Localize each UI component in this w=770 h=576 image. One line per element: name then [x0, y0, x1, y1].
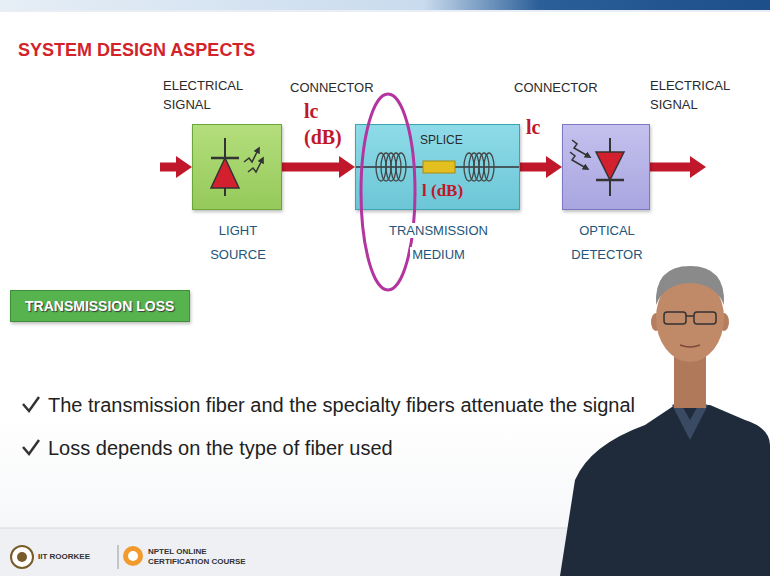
connector-label: CONNECTOR — [514, 78, 598, 97]
input-signal-arrow — [160, 163, 176, 172]
box-caption: TRANSMISSION MEDIUM — [387, 223, 490, 262]
incident-light-arrow — [570, 152, 586, 168]
loss-label: l (dB) — [422, 181, 463, 201]
presenter-glasses — [664, 312, 686, 324]
presenter-hair — [656, 266, 724, 305]
connector-label: CONNECTOR — [290, 78, 374, 97]
light-source-box: LIGHT SOURCE — [192, 124, 282, 210]
nptel-logo — [123, 546, 143, 566]
fiber-coil — [484, 153, 494, 181]
box-caption: LIGHT SOURCE — [208, 223, 268, 262]
footer-text: NPTEL ONLINE CERTIFICATION COURSE — [148, 547, 253, 567]
signal-label: ELECTRICAL SIGNAL — [650, 76, 740, 114]
highlight-ellipse — [361, 94, 415, 290]
caption-holder: TRANSMISSION MEDIUM — [379, 219, 499, 267]
iit-logo-core — [17, 552, 27, 562]
splice-block — [423, 161, 455, 173]
emission-arrow — [244, 150, 258, 162]
fiber-coil — [396, 153, 406, 181]
photodiode-symbol — [570, 138, 624, 196]
presenter-mouth — [680, 345, 700, 347]
incident-light-arrow — [572, 140, 588, 156]
footer-text: IIT ROORKEE — [38, 552, 90, 562]
caption-holder: LIGHT SOURCE — [202, 219, 274, 267]
connector-arrow — [520, 163, 546, 172]
led-symbol — [211, 138, 262, 196]
led-bar — [211, 157, 239, 160]
presenter-figure — [560, 266, 770, 576]
slide-title: SYSTEM DESIGN ASPECTS — [18, 40, 255, 61]
iit-logo — [11, 546, 33, 568]
emission-arrow — [248, 160, 262, 172]
fiber-illustration — [356, 153, 519, 181]
connector-arrow — [282, 163, 339, 172]
photodiode-bar — [596, 179, 624, 182]
box-caption: OPTICAL DETECTOR — [569, 223, 644, 262]
nptel-logo-core — [128, 551, 138, 561]
connector-loss-label: lc — [526, 114, 566, 140]
signal-label: ELECTRICAL SIGNAL — [163, 76, 253, 114]
presenter-shirt — [560, 405, 770, 576]
presenter-glasses — [694, 312, 716, 324]
output-signal-arrow — [650, 163, 690, 172]
led-triangle — [211, 158, 239, 188]
bullet-text: Loss depends on the type of fiber used — [48, 436, 393, 460]
footer-separator — [118, 545, 119, 569]
connector-loss-label: lc (dB) — [304, 98, 352, 150]
top-band — [0, 0, 770, 10]
bullet-text: The transmission fiber and the specialty… — [48, 393, 635, 417]
presenter-glasses-bridge — [686, 315, 694, 317]
caption-holder: OPTICAL DETECTOR — [565, 219, 649, 267]
section-badge: TRANSMISSION LOSS — [10, 290, 190, 322]
check-mark — [23, 397, 39, 411]
top-band-line — [0, 10, 770, 12]
splice-label: SPLICE — [420, 133, 463, 147]
photodiode-triangle — [596, 152, 624, 180]
badge-text: TRANSMISSION LOSS — [25, 297, 174, 315]
check-mark — [23, 440, 39, 454]
